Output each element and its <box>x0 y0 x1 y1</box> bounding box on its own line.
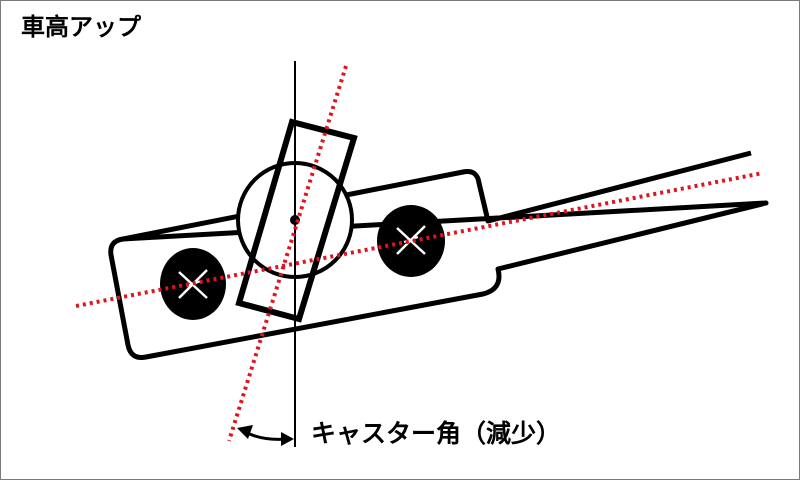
caster-angle-label: キャスター角（減少） <box>311 419 562 448</box>
strut-rectangle <box>235 118 358 323</box>
steering-axis-dotted-line <box>227 65 348 442</box>
caster-angle-arrow <box>237 425 294 446</box>
right-bolt <box>377 205 445 277</box>
diagram-title: 車高アップ <box>21 13 141 41</box>
arm-axis-dotted-line <box>75 171 764 308</box>
